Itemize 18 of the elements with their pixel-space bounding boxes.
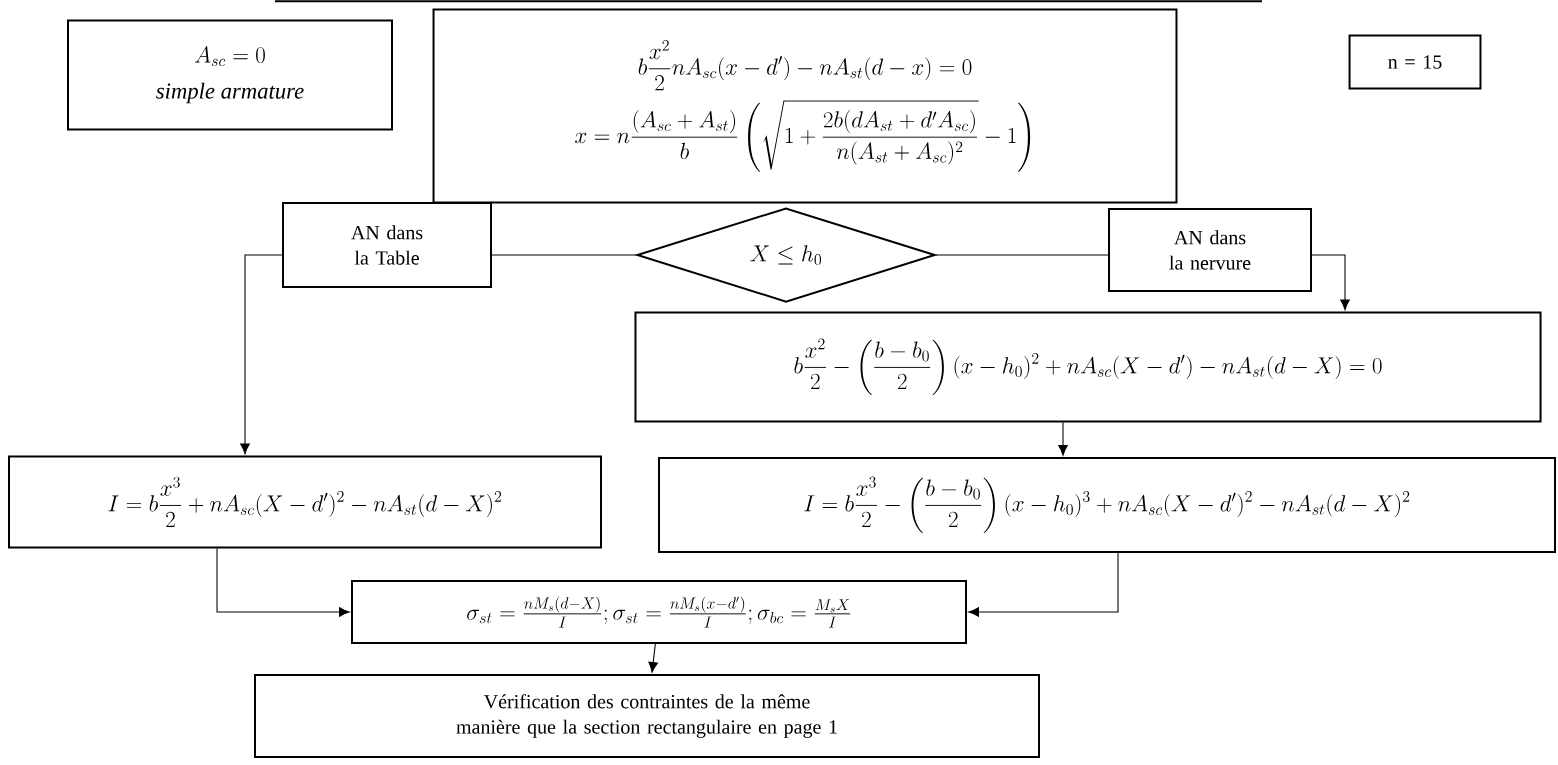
- arrow: [240, 254, 283, 455]
- result-box: Vérification des contraintes de la même manière que la section rectangulaire en page 1: [254, 674, 1040, 758]
- connector-line: [491, 254, 637, 256]
- formula-box: $b\frac{x^2}{2} - \left(\frac{b-b_0}{2}\right)(x-h_0)^2 + nA_{sc}(X-d') - nA_{st}(d-X) = 0$: [634, 311, 1542, 423]
- arrow: [216, 547, 350, 617]
- arrow: [968, 552, 1119, 617]
- arrow: [648, 643, 658, 673]
- parameter-box: n = 15: [1348, 34, 1482, 90]
- arrow: [1311, 254, 1350, 311]
- process-box: AN dans la nervure: [1108, 208, 1312, 292]
- process-box: AN dans la Table: [282, 202, 492, 288]
- formula-box: $\sigma_{st} = \frac{nM_s(d-X)}{I} ; \sigma_{st} = \frac{nM_s(x-d')}{I} ; \sigma_{bc} = \frac{M_sX}{I}$: [351, 580, 967, 644]
- formula-box: $I = b\frac{x^3}{2} - \left(\frac{b-b_0}{2}\right)(x-h_0)^3 + nA_{sc}(X-d')^2 - nA_{st}(d-X)^2$: [658, 457, 1556, 553]
- connector-line: [935, 254, 1109, 256]
- formula-box: $A_{sc} = 0$ simple armature: [67, 19, 393, 131]
- arrow: [1058, 422, 1068, 456]
- formula-box: $I = b\frac{x^3}{2} + nA_{sc}(X-d')^2 - nA_{st}(d-X)^2$: [8, 455, 602, 549]
- formula-box: $b\frac{x^2}{2} nA_{sc}(x-d') - nA_{st}(d-x) = 0$ $x = n\frac{(A_{sc}+A_{st})}{b}\left(\sqrt{1+\frac{2b(dA_{st}+d'A_{sc})}{n(A_{st}+A_{sc})^2}}-1\right)$: [432, 8, 1178, 204]
